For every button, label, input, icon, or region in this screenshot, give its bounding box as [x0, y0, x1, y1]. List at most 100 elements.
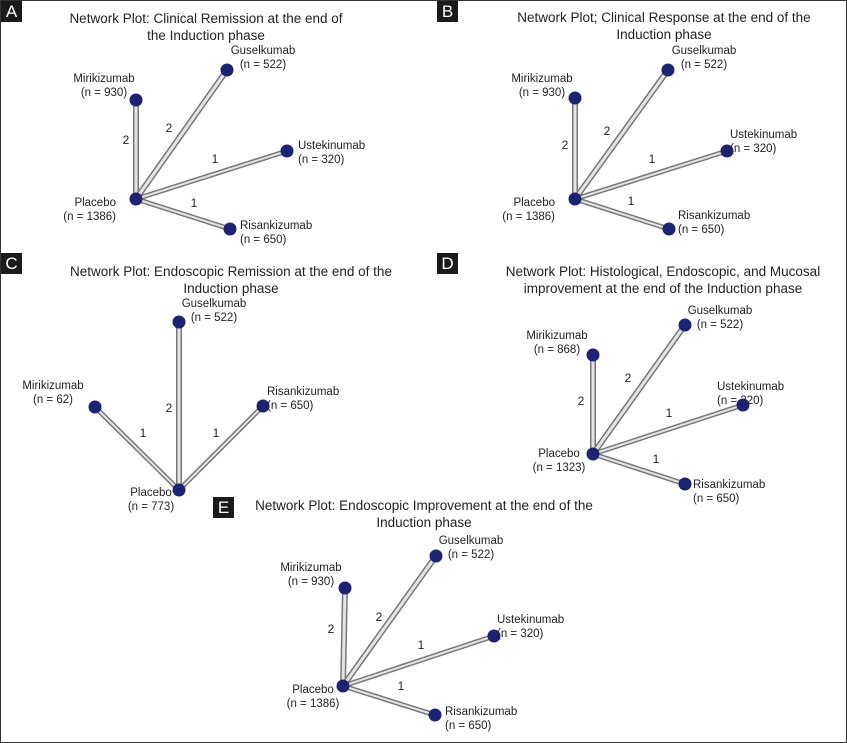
panel-b-node-name-guselkumab: Guselkumab [672, 45, 737, 57]
panel-d-edge-label-3: 1 [653, 452, 660, 466]
panel-e-edge-fill-3 [342, 685, 436, 716]
panel-a-edge-label-0: 2 [123, 133, 130, 147]
panel-c-node-guselkumab [172, 315, 186, 329]
panel-e-node-count-placebo: (n = 1386) [287, 698, 340, 710]
panel-b-edge-fill-3 [574, 198, 670, 230]
panel-d-edge-label-2: 1 [666, 406, 673, 420]
panel-e-edge-label-2: 1 [418, 638, 425, 652]
panel-letter-e: E [213, 497, 234, 518]
panel-d-edge-fill-3 [592, 453, 686, 485]
panel-a-node-guselkumab [220, 63, 234, 77]
panel-c-node-count-guselkumab: (n = 522) [191, 312, 238, 324]
panel-c-node-name-guselkumab: Guselkumab [182, 298, 247, 310]
panel-d-node-guselkumab [678, 318, 692, 332]
panel-e-edge-fill-1 [341, 554, 438, 688]
panel-e-node-count-mirikizumab: (n = 930) [288, 576, 335, 588]
panel-b-node-count-placebo: (n = 1386) [502, 211, 555, 223]
panel-a-node-mirikizumab [129, 93, 143, 107]
panel-e-edge-fill-0 [341, 586, 347, 688]
panel-d-node-count-mirikizumab: (n = 868) [534, 344, 581, 356]
panel-e-node-risankizumab [428, 708, 442, 722]
panel-e-edge-label-0: 2 [328, 622, 335, 636]
panel-d-node-count-ustekinumab: (n = 320) [717, 395, 764, 407]
panel-d-node-name-mirikizumab: Mirikizumab [526, 330, 587, 342]
panel-a-node-count-mirikizumab: (n = 930) [81, 87, 128, 99]
panel-a-edge-fill-2 [135, 150, 288, 200]
panel-e-node-mirikizumab [338, 581, 352, 595]
panel-c-edge-label-0: 1 [140, 426, 147, 440]
panel-c-node-count-risankizumab: (n = 650) [267, 400, 314, 412]
panel-e-node-name-guselkumab: Guselkumab [439, 535, 504, 547]
panel-c-node-placebo [172, 483, 186, 497]
panel-d-node-count-placebo: (n = 1323) [533, 462, 586, 474]
panel-b-node-count-risankizumab: (n = 650) [678, 224, 725, 236]
panel-b-node-count-mirikizumab: (n = 930) [519, 87, 566, 99]
panel-e-node-count-risankizumab: (n = 650) [445, 720, 492, 732]
panel-e-edge-fill-2 [342, 635, 495, 687]
panel-a-node-count-guselkumab: (n = 522) [240, 59, 287, 71]
panel-a-node-count-ustekinumab: (n = 320) [298, 154, 345, 166]
panel-letter-d: D [437, 253, 458, 274]
panel-c-node-count-mirikizumab: (n = 62) [33, 394, 73, 406]
panel-e-edge-label-1: 2 [376, 610, 383, 624]
panel-b-node-name-mirikizumab: Mirikizumab [511, 73, 572, 85]
panel-b-edge-label-3: 1 [628, 194, 635, 208]
panel-d-edge-fill-1 [591, 323, 687, 456]
panel-e-title: Network Plot: Endoscopic Improvement at … [255, 498, 593, 530]
panel-a-node-count-risankizumab: (n = 650) [240, 234, 287, 246]
panel-e-node-name-mirikizumab: Mirikizumab [280, 562, 341, 574]
panel-c-node-risankizumab [256, 399, 270, 413]
panel-b-edge-fill-2 [574, 150, 728, 200]
panel-a-edge-fill-1 [134, 68, 229, 201]
panel-d-node-mirikizumab [586, 348, 600, 362]
panel-a-node-name-placebo: Placebo [74, 197, 116, 209]
panel-letter-b: B [437, 1, 458, 22]
panel-d-node-name-ustekinumab: Ustekinumab [717, 381, 784, 393]
panel-a-edge-label-2: 1 [212, 152, 219, 166]
panel-e-node-count-ustekinumab: (n = 320) [497, 628, 544, 640]
panel-c-node-name-risankizumab: Risankizumab [267, 386, 339, 398]
panel-c-node-mirikizumab [88, 400, 102, 414]
panel-c-node-name-placebo: Placebo [130, 487, 172, 499]
panel-b-node-guselkumab [661, 63, 675, 77]
panel-a-node-placebo [129, 192, 143, 206]
panel-b-title: Network Plot; Clinical Response at the e… [517, 10, 811, 42]
panel-b-node-count-ustekinumab: (n = 320) [730, 143, 777, 155]
panel-a-node-name-mirikizumab: Mirikizumab [73, 73, 134, 85]
panel-a-edge-label-1: 2 [166, 121, 173, 135]
panel-b-edge-label-0: 2 [562, 138, 569, 152]
panel-b-node-name-risankizumab: Risankizumab [678, 210, 750, 222]
panel-a-node-name-risankizumab: Risankizumab [240, 220, 312, 232]
panel-c-node-name-mirikizumab: Mirikizumab [22, 380, 83, 392]
panel-c-edge-label-1: 2 [166, 401, 173, 415]
panel-d-node-name-placebo: Placebo [538, 448, 580, 460]
panel-d-node-risankizumab [678, 477, 692, 491]
panel-letter-c: C [1, 253, 22, 274]
panel-c-edge-fill-0 [94, 406, 180, 491]
panel-b-edge-fill-1 [573, 68, 670, 201]
panel-b-node-mirikizumab [568, 91, 582, 105]
panel-d-node-placebo [586, 447, 600, 461]
panel-b-node-name-placebo: Placebo [513, 197, 555, 209]
panel-b-edge-label-1: 2 [604, 124, 611, 138]
panel-c-title: Network Plot: Endoscopic Remission at th… [70, 264, 392, 296]
panel-a-edge-label-3: 1 [191, 196, 198, 210]
panel-a-node-name-guselkumab: Guselkumab [231, 45, 296, 57]
panel-b-node-risankizumab [662, 222, 676, 236]
panel-d-node-ustekinumab [736, 398, 750, 412]
panel-b-edge-label-2: 1 [649, 152, 656, 166]
panel-c-edge-label-2: 1 [213, 426, 220, 440]
panel-e-node-ustekinumab [487, 629, 501, 643]
panel-d-title: Network Plot: Histological, Endoscopic, … [505, 264, 821, 296]
panel-e-node-name-risankizumab: Risankizumab [445, 706, 517, 718]
panel-c-edge-fill-2 [178, 405, 264, 491]
panel-a-node-ustekinumab [280, 144, 294, 158]
panel-e-node-name-ustekinumab: Ustekinumab [497, 614, 564, 626]
panel-d-node-count-risankizumab: (n = 650) [693, 493, 740, 505]
panel-c-node-count-placebo: (n = 773) [128, 501, 175, 513]
